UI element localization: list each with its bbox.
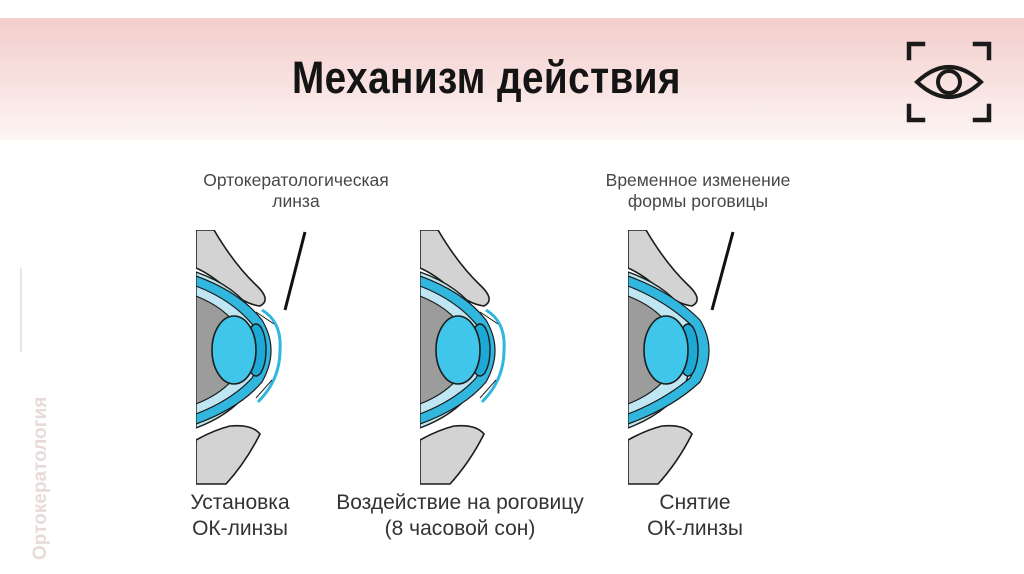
lower-eyelid: [196, 424, 261, 485]
stage-label-removal-text: Снятие ОК-линзы: [647, 491, 743, 540]
crystalline-lens: [435, 315, 481, 385]
header-banner: [0, 18, 1024, 140]
lower-eyelid: [420, 424, 485, 485]
upper-eyelid: [196, 230, 266, 307]
lower-eyelid: [628, 424, 693, 485]
cornea-shape-label: Временное изменение формы роговицы: [582, 170, 814, 213]
cornea-pointer-line: [710, 231, 735, 311]
ok-lens-edge: [479, 311, 499, 399]
ok-lens-edge: [255, 311, 275, 399]
upper-eyelid: [420, 230, 490, 307]
eye-section-installation: [196, 230, 282, 485]
upper-eyelid: [628, 230, 698, 307]
eye-section-sleep: [420, 230, 506, 485]
ok-lens: [480, 308, 506, 404]
side-divider: [20, 268, 22, 352]
crystalline-lens: [643, 315, 689, 385]
cornea: [420, 275, 496, 425]
cornea-shape-label-text: Временное изменение формы роговицы: [605, 170, 791, 212]
cornea: [196, 275, 272, 425]
lens-label-text: Ортокератологическая линза: [203, 170, 389, 212]
stage-label-removal: Снятие ОК-линзы: [620, 490, 770, 541]
lens-label: Ортокератологическая линза: [180, 170, 412, 213]
stage-label-sleep-text: Воздействие на роговицу (8 часовой сон): [336, 491, 584, 540]
stage-label-installation: Установка ОК-линзы: [165, 490, 315, 541]
stage-label-installation-text: Установка ОК-линзы: [190, 491, 290, 540]
page-title: Механизм действия: [292, 52, 681, 103]
eye-section-removal: [628, 230, 710, 485]
stage-label-sleep: Воздействие на роговицу (8 часовой сон): [312, 490, 608, 541]
lens-pointer-line: [283, 231, 307, 311]
eye-scan-icon: [906, 41, 992, 123]
ok-lens: [256, 308, 282, 404]
crystalline-lens: [211, 315, 257, 385]
